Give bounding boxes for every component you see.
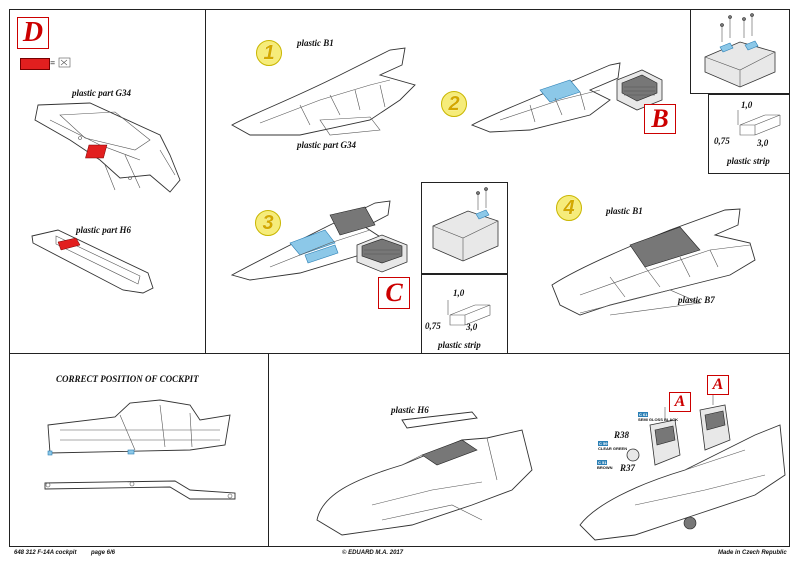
label-final-h6: plastic H6	[391, 405, 429, 415]
color-c59-text: CLEAR GREEN	[598, 446, 628, 451]
step3-strip-h: 1,0	[453, 288, 465, 298]
correct-position-title: CORRECT POSITION OF COCKPIT	[56, 374, 199, 384]
color-c51-code: C 51	[597, 460, 608, 465]
legend-pe-icon	[58, 57, 71, 68]
label-plastic-g34: plastic part G34	[72, 88, 132, 98]
step2-strip-caption: plastic strip	[727, 156, 770, 166]
color-c59-code: C 59	[598, 441, 609, 446]
drawing-step3-fuselage	[230, 200, 391, 281]
color-c59: C 59 CLEAR GREEN	[598, 441, 627, 451]
drawing-step4-fuselage	[551, 208, 756, 316]
legend-equals: =	[50, 58, 56, 68]
step3-strip-box	[421, 274, 508, 354]
drawing-step1-fuselage	[231, 47, 416, 136]
drawing-step3-strip	[447, 300, 491, 326]
step-2-badge: 2	[441, 91, 467, 117]
final-letter-a2: A	[707, 375, 729, 395]
step2-strip-box	[708, 94, 790, 174]
drawing-step3-seat-tub	[356, 234, 408, 273]
footer-right: Made in Czech Republic	[718, 550, 787, 556]
drawing-part-h6	[31, 229, 154, 294]
step2-strip-w: 0,75	[714, 136, 730, 146]
step3-strip-caption: plastic strip	[438, 340, 481, 350]
drawing-part-g34	[34, 102, 181, 193]
step2-letter-b: B	[644, 104, 676, 134]
drawing-final-seats	[579, 395, 786, 541]
label-step4-b1: plastic B1	[606, 206, 643, 216]
color-c51-text: BROWN	[597, 465, 613, 470]
drawing-step2-detail	[704, 13, 776, 88]
drawing-step2-strip	[737, 110, 781, 136]
step3-strip-w: 0,75	[425, 321, 441, 331]
step2-strip-l: 3,0	[757, 138, 769, 148]
label-plastic-h6: plastic part H6	[76, 225, 132, 235]
page-frame	[9, 9, 790, 547]
footer-center: © EDUARD M.A. 2017	[342, 550, 404, 556]
legend-red-swatch	[20, 58, 50, 70]
final-letter-a1: A	[669, 392, 691, 412]
color-c61-text: SEMI GLOSS BLACK	[638, 417, 679, 422]
step-3-badge: 3	[255, 210, 281, 236]
step3-letter-c: C	[378, 277, 410, 309]
drawing-step2-seat-tub	[616, 69, 663, 111]
label-step1-b1: plastic B1	[297, 38, 334, 48]
label-r38: R38	[614, 430, 630, 440]
footer-page: page 6/6	[91, 550, 116, 556]
label-step1-g34: plastic part G34	[297, 140, 357, 150]
divider-horizontal	[9, 353, 790, 354]
drawing-step2-fuselage	[470, 62, 621, 133]
label-r37: R37	[620, 463, 636, 473]
label-step4-b7: plastic B7	[678, 295, 715, 305]
step3-strip-l: 3,0	[466, 322, 478, 332]
color-c61: C 61 SEMI GLOSS BLACK	[638, 412, 678, 422]
divider-vertical-top	[205, 9, 206, 354]
section-d-letter: D	[17, 17, 49, 49]
drawing-step3-detail	[432, 187, 499, 262]
footer-left: 648 312 F-14A cockpit	[14, 550, 77, 556]
color-c61-code: C 61	[638, 412, 649, 417]
drawing-correct-position	[44, 399, 236, 500]
color-c51: C 51 BROWN	[597, 460, 613, 470]
step-1-badge: 1	[256, 40, 282, 66]
step-4-badge: 4	[556, 195, 582, 221]
drawing-final-nose	[316, 411, 533, 536]
step2-strip-h: 1,0	[741, 100, 753, 110]
divider-vertical-bottom	[268, 353, 269, 547]
